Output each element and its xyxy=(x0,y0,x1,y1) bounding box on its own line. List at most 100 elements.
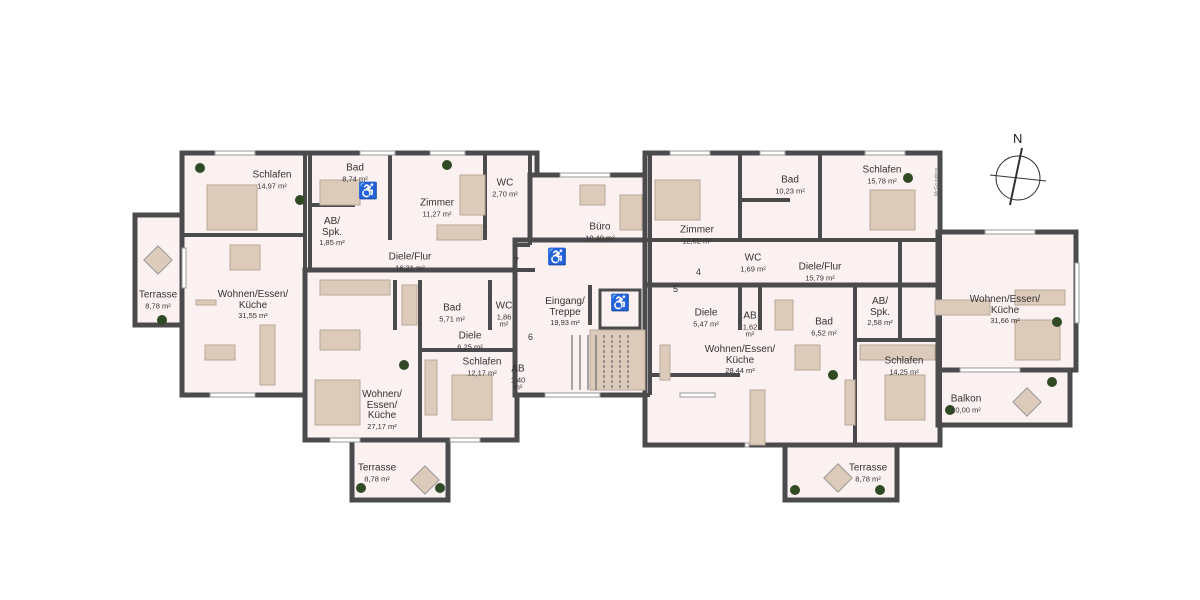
plant-icon xyxy=(1052,317,1062,327)
furniture xyxy=(1014,319,1061,361)
room-name: Bad xyxy=(346,162,364,174)
door-number: 5 xyxy=(673,284,679,294)
room-area: 6,25 m² xyxy=(457,341,483,351)
room-name: Schlafen xyxy=(252,169,292,181)
room-name: AB xyxy=(743,310,757,322)
window xyxy=(359,150,396,156)
window xyxy=(209,392,256,398)
room-name: Büro xyxy=(589,221,611,233)
plant-icon xyxy=(1047,377,1057,387)
room-name: Terrasse xyxy=(138,289,178,301)
furniture xyxy=(869,189,916,231)
room-name: Zimmer xyxy=(680,224,714,236)
plant-icon xyxy=(295,195,305,205)
furniture xyxy=(319,329,361,351)
furniture xyxy=(774,299,794,331)
room-area: 10,40 m² xyxy=(585,232,615,242)
room-label: AB/ Spk.1,85 m² xyxy=(319,216,344,247)
plant-icon xyxy=(356,483,366,493)
room-area: 8,74 m² xyxy=(342,173,368,183)
compass-icon xyxy=(995,155,1041,201)
room-name: Schlafen xyxy=(462,356,502,368)
plant-icon xyxy=(903,173,913,183)
furniture xyxy=(589,329,646,391)
window xyxy=(449,437,481,443)
furniture xyxy=(749,389,766,446)
compass-icon xyxy=(989,174,1047,182)
room-area: 2,58 m² xyxy=(867,318,893,328)
furniture xyxy=(459,174,486,216)
plant-icon xyxy=(435,483,445,493)
room-area: 10,00 m² xyxy=(951,404,981,414)
room-name: Wohnen/ Essen/ Küche xyxy=(362,388,402,421)
furniture xyxy=(659,344,671,381)
furniture xyxy=(934,299,991,316)
window xyxy=(744,442,750,448)
furniture xyxy=(195,299,217,306)
room-area: 2,70 m² xyxy=(492,188,518,198)
room-area: 11,27 m² xyxy=(422,208,452,218)
room-area: 14,25 m² xyxy=(889,366,919,376)
room-name: Zimmer xyxy=(420,197,454,209)
window xyxy=(679,392,716,398)
door-number: 7 xyxy=(514,256,520,266)
door-number: 6 xyxy=(528,332,534,342)
room-area: 1,86 m² xyxy=(496,311,512,329)
room-name: Terrasse xyxy=(848,462,888,474)
plant-icon xyxy=(945,405,955,415)
plant-icon xyxy=(828,370,838,380)
room-name: Diele/Flur xyxy=(798,261,842,273)
furniture xyxy=(204,344,236,361)
wheelchair-icon: ♿ xyxy=(547,247,567,266)
room-area: 27,17 m² xyxy=(367,421,397,431)
terrace-table xyxy=(1012,387,1042,417)
room-area: 8,78 m² xyxy=(145,300,171,310)
furniture xyxy=(319,179,361,206)
plant-icon xyxy=(442,160,452,170)
furniture xyxy=(259,324,276,386)
terrace-table xyxy=(410,465,440,495)
furniture xyxy=(619,194,643,231)
wheelchair-icon: ♿ xyxy=(610,293,630,312)
room-area: 8,78 m² xyxy=(364,473,390,483)
room-area: 19,93 m² xyxy=(550,318,580,328)
room-area: 28,44 m² xyxy=(725,366,755,376)
room-area: 12,17 m² xyxy=(467,367,497,377)
terrace-table xyxy=(823,463,853,493)
plant-icon xyxy=(875,485,885,495)
window xyxy=(759,150,786,156)
window xyxy=(559,172,611,178)
room-name: WC xyxy=(495,300,513,312)
room-area: 31,66 m² xyxy=(990,316,1020,326)
furniture xyxy=(436,224,483,241)
room-area: 15,78 m² xyxy=(867,175,897,185)
north-label: N xyxy=(1013,131,1023,146)
furniture xyxy=(319,279,391,296)
room-area: 1,40 m² xyxy=(510,374,526,392)
compass-needle-icon xyxy=(1009,147,1023,206)
room-name: AB/ Spk. xyxy=(321,216,342,238)
room-area: 1,62 m² xyxy=(742,321,758,339)
room-name: Balkon xyxy=(950,393,982,405)
furniture xyxy=(884,374,926,421)
room-area: 8,78 m² xyxy=(855,473,881,483)
room-area: 31,55 m² xyxy=(238,311,268,321)
wheelchair-icon: ♿ xyxy=(358,181,378,200)
